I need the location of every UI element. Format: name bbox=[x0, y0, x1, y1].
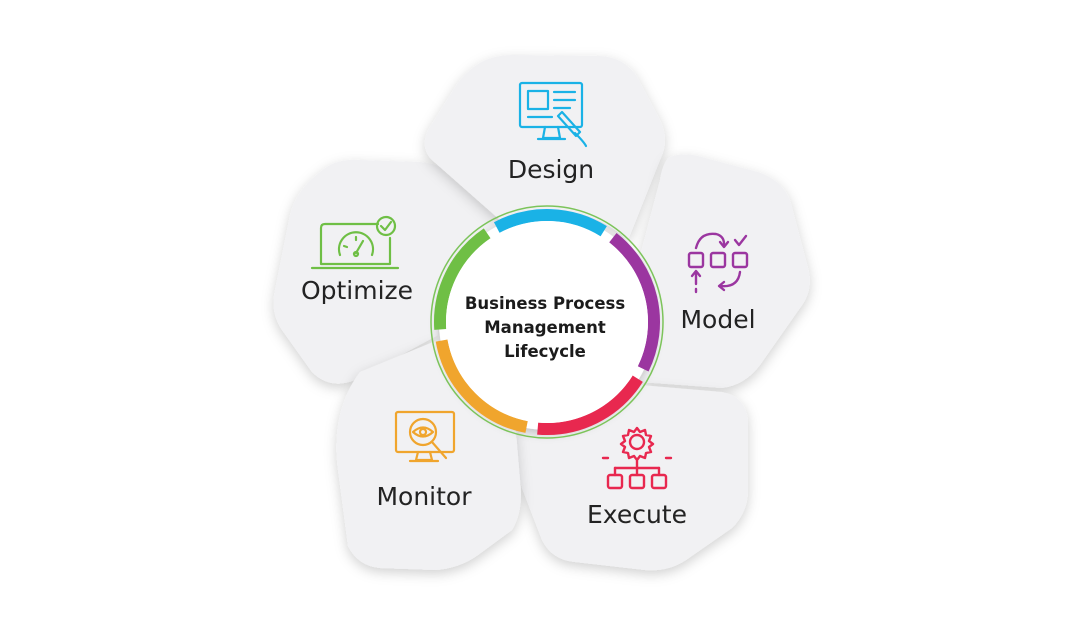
center-title-line-2: Management bbox=[484, 318, 606, 337]
monitor-design-icon bbox=[518, 81, 588, 148]
ring-arc-execute bbox=[537, 375, 643, 435]
ring-arc-monitor bbox=[435, 339, 528, 433]
stage-label-optimize: Optimize bbox=[300, 276, 414, 305]
ring-arc-design bbox=[493, 209, 607, 237]
center-title-line-1: Business Process bbox=[464, 294, 626, 313]
stage-label-monitor: Monitor bbox=[376, 482, 472, 511]
petal-model[interactable] bbox=[640, 154, 810, 388]
speed-gauge-icon bbox=[310, 215, 400, 270]
monitor-eye-icon bbox=[394, 410, 456, 463]
stage-label-execute: Execute bbox=[587, 500, 687, 529]
petal-optimize[interactable] bbox=[273, 159, 505, 384]
process-model-icon bbox=[687, 232, 749, 294]
stage-label-model: Model bbox=[680, 305, 756, 334]
center-title: Business Process Management Lifecycle bbox=[445, 292, 645, 364]
gear-flow-icon bbox=[601, 426, 673, 490]
lifecycle-ring bbox=[430, 205, 664, 439]
petal-design[interactable] bbox=[424, 55, 665, 240]
center-title-line-3: Lifecycle bbox=[504, 342, 586, 361]
ring-arc-model bbox=[609, 232, 660, 372]
stage-label-design: Design bbox=[507, 155, 595, 184]
petal-monitor[interactable] bbox=[336, 340, 521, 570]
ring-outline bbox=[430, 205, 664, 439]
ring-arc-optimize bbox=[434, 228, 491, 330]
